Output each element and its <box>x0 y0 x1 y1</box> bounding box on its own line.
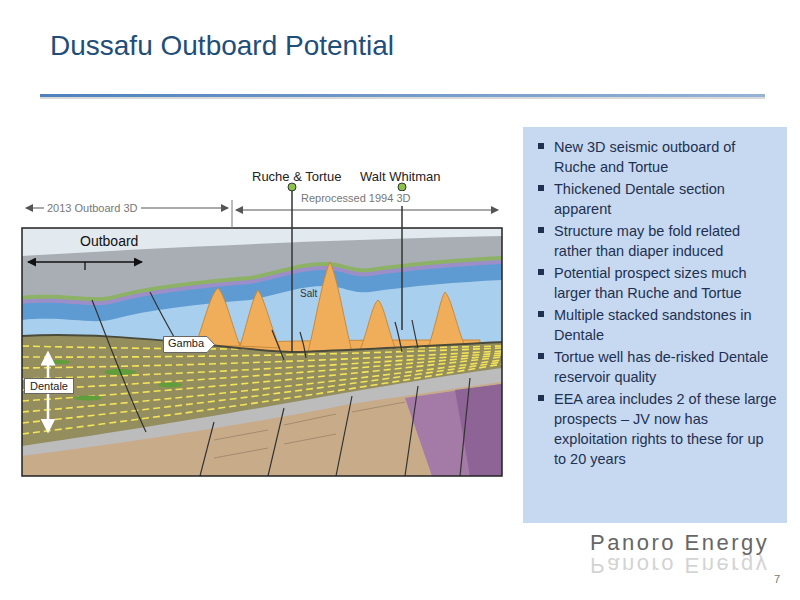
bullet-text-run: Thickened Dentale section apparent <box>554 181 725 217</box>
salt-diapir <box>240 290 280 348</box>
bullet-text-run: Potential prospect sizes much larger tha… <box>554 265 747 301</box>
bullet-text: Tortue well has de-risked Dentale reserv… <box>537 347 777 387</box>
formation-tag: Dentale <box>24 378 74 394</box>
survey-label: 2013 Outboard 3D <box>44 201 141 216</box>
fault-line <box>268 408 284 476</box>
layer-label: Salt <box>300 287 317 301</box>
bullet-text: EEA area includes 2 of these large prosp… <box>537 389 777 469</box>
formation-name: Dentale <box>25 379 73 393</box>
bullet-square <box>538 353 544 359</box>
fault-line <box>460 378 470 476</box>
sand-lens <box>50 360 70 364</box>
fault-line <box>92 300 146 432</box>
formation-tag: Gamba <box>163 336 215 353</box>
dentale-formation <box>22 335 502 476</box>
basement-bedding <box>214 402 405 458</box>
logo-reflection: Panoro Energy <box>590 552 769 578</box>
well-trajectory <box>291 190 293 352</box>
title-rule <box>40 94 765 97</box>
title-rule-shadow <box>40 97 765 99</box>
fault-line <box>272 330 284 360</box>
bullet-text-run: Multiple stacked sandstones in Dentale <box>554 307 751 343</box>
bullet-text-run: New 3D seismic outboard of Ruche and Tor… <box>554 139 735 175</box>
fault-lines <box>92 292 470 476</box>
fault-line <box>395 322 402 352</box>
well-symbol <box>398 183 406 191</box>
sand-lens <box>158 383 182 388</box>
bullet-text-run: EEA area includes 2 of these large prosp… <box>554 391 776 467</box>
bullet-text-run: Tortue well has de-risked Dentale reserv… <box>554 349 768 385</box>
bullet-square <box>538 143 544 149</box>
fault-line <box>405 386 418 476</box>
basement-blocks <box>22 382 502 476</box>
bullet-square <box>538 311 544 317</box>
bedding-line <box>214 448 268 458</box>
bedding-line <box>284 434 336 444</box>
sand-lens <box>74 396 102 401</box>
salt-diapir <box>360 300 396 350</box>
section-border <box>22 228 502 476</box>
bullet-panel: New 3D seismic outboard of Ruche and Tor… <box>523 127 787 523</box>
bullet-text: Potential prospect sizes much larger tha… <box>537 263 777 303</box>
salt-diapir <box>308 262 352 352</box>
salt-diapir <box>428 292 465 348</box>
sand-stringer <box>22 353 502 379</box>
salt-diapirs <box>180 262 480 353</box>
bullet-text-run: Structure may be fold related rather tha… <box>554 223 740 259</box>
bedding-line <box>214 430 268 440</box>
tag-outline-shape <box>164 337 215 353</box>
section-layers <box>22 228 502 476</box>
bullet-square <box>538 227 544 233</box>
fault-line <box>336 396 352 476</box>
bullet-square <box>538 185 544 191</box>
fault-line <box>300 332 306 358</box>
bedding-line <box>352 402 405 412</box>
well-name: Ruche & Tortue <box>252 168 341 185</box>
survey-label: Reprocessed 1994 3D <box>298 191 413 206</box>
fault-line <box>200 422 214 476</box>
bullet-text: Multiple stacked sandstones in Dentale <box>537 305 777 345</box>
slide-title: Dussafu Outboard Potential <box>50 30 394 62</box>
bullet-square <box>538 269 544 275</box>
survey-divider <box>232 200 233 228</box>
bedding-line <box>284 414 336 425</box>
purple-basement <box>405 384 502 476</box>
outboard-tick <box>84 262 85 270</box>
zone-label: Outboard <box>80 232 138 250</box>
light-blue-layer <box>22 280 502 476</box>
survey-extent-arrow <box>236 210 498 211</box>
well-trajectory <box>401 190 403 330</box>
bullet-text: New 3D seismic outboard of Ruche and Tor… <box>537 137 777 177</box>
formation-name: Gamba <box>163 336 215 350</box>
purple-basement <box>455 384 502 476</box>
well-name: Walt Whitman <box>360 168 440 185</box>
bullet-square <box>538 395 544 401</box>
pre-salt-layer <box>22 368 502 476</box>
fault-line <box>412 320 418 348</box>
bullet-text: Structure may be fold related rather tha… <box>537 221 777 261</box>
well-symbol <box>288 183 296 191</box>
gamba-horizon <box>22 335 502 352</box>
page-number: 7 <box>774 572 780 587</box>
bullet-text: Thickened Dentale section apparent <box>537 179 777 219</box>
company-logo: Panoro Energy <box>590 530 769 556</box>
